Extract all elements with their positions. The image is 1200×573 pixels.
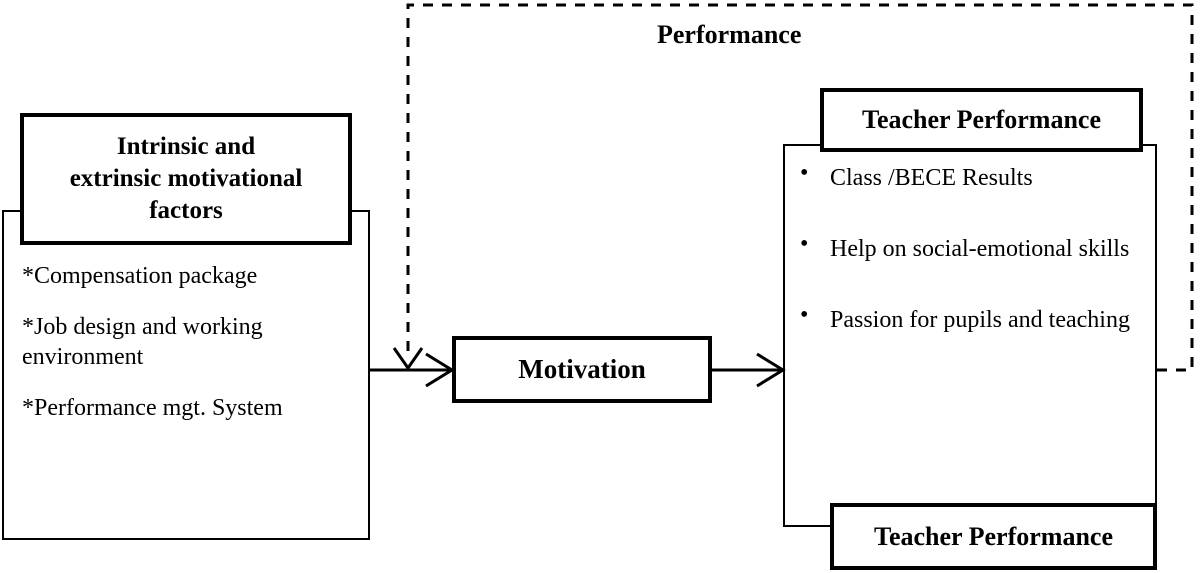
performance-title-label: Performance [653, 20, 806, 50]
teacher-performance-bullet-list: • Class /BECE Results • Help on social-e… [800, 156, 1152, 369]
header-line-1: Intrinsic and [116, 133, 256, 160]
header-line-2: extrinsic motivational [69, 165, 303, 192]
list-item: *Performance mgt. System [22, 394, 283, 421]
list-item: • Help on social-emotional skills [800, 227, 1152, 272]
motivational-factors-header-box: Intrinsic and extrinsic motivational fac… [20, 113, 352, 245]
list-item: • Passion for pupils and teaching [800, 298, 1152, 343]
list-item: • Class /BECE Results [800, 156, 1152, 201]
bullet-text: Help on social-emotional skills [830, 236, 1130, 263]
bullet-dot-icon: • [800, 231, 809, 258]
bullet-dot-icon: • [800, 302, 809, 329]
header-line-3: factors [149, 197, 223, 224]
list-item: *Compensation package [22, 263, 258, 289]
motivation-label: Motivation [518, 354, 646, 384]
motivational-factors-list: *Compensation package *Job design and wo… [22, 262, 352, 445]
feedback-arrowhead-icon [392, 347, 424, 371]
bullet-text: Class /BECE Results [830, 165, 1033, 191]
teacher-performance-header-box-bottom: Teacher Performance [830, 503, 1157, 570]
teacher-performance-header-box-top: Teacher Performance [820, 88, 1143, 152]
motivational-factors-header-text: Intrinsic and extrinsic motivational fac… [64, 131, 309, 227]
motivation-box: Motivation [452, 336, 712, 403]
bullet-dot-icon: • [800, 160, 809, 186]
bullet-text: Passion for pupils and teaching [830, 307, 1130, 334]
teacher-performance-header-text-top: Teacher Performance [862, 105, 1101, 134]
feedback-dashed-path [406, 3, 1194, 372]
teacher-performance-header-text-bottom: Teacher Performance [874, 521, 1113, 551]
list-item: *Job design and working environment [22, 314, 263, 370]
